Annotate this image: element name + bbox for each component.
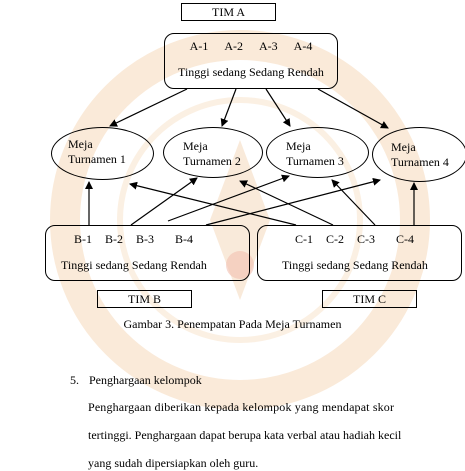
table-1-line2: Turnamen 1 [68, 152, 126, 166]
arrow-a2-table2 [220, 88, 237, 127]
arrow-b3-table3 [167, 174, 290, 222]
member-code: B-3 [136, 232, 154, 246]
arrow-c3-table3 [331, 179, 376, 226]
team-a-levels: Tinggi sedang Sedang Rendah [178, 65, 324, 79]
arrow-a3-table3 [265, 88, 291, 127]
member-code: A-4 [293, 39, 313, 53]
team-c-box: C-1 C-2 C-3 C-4 Tinggi sedang Sedang Rendah [257, 225, 462, 281]
team-a-members: A-1 A-2 A-3 A-4 [165, 39, 337, 54]
arrow-a1-table1 [109, 88, 188, 127]
team-c-members: C-1 C-2 C-3 C-4 [258, 232, 461, 247]
table-4-line2: Turnamen 4 [391, 155, 449, 169]
member-code: A-3 [259, 39, 278, 53]
section-number: 5. [70, 373, 79, 387]
team-a-label-text: TIM A [212, 5, 245, 19]
member-code: B-2 [105, 232, 123, 246]
arrow-b2-table2 [130, 177, 198, 226]
member-code: B-1 [74, 232, 92, 246]
team-b-levels: Tinggi sedang Sedang Rendah [61, 258, 207, 272]
member-code: C-2 [326, 232, 344, 246]
table-4-ellipse: Meja Turnamen 4 [372, 127, 465, 182]
section-heading: 5. Penghargaan kelompok [70, 373, 202, 388]
team-a-label: TIM A [181, 3, 276, 21]
arrow-b4-table4 [205, 177, 381, 226]
member-code: A-2 [224, 39, 243, 53]
arrow-a4-table4 [317, 88, 389, 129]
table-4-line1: Meja [391, 140, 416, 154]
member-code: A-1 [189, 39, 209, 53]
paragraph-line-1: Penghargaan diberikan kepada kelompok ya… [88, 400, 395, 414]
section-title-text: Penghargaan kelompok [89, 373, 202, 387]
table-2-ellipse: Meja Turnamen 2 [163, 127, 263, 178]
team-c-levels: Tinggi sedang Sedang Rendah [282, 258, 428, 272]
team-b-box: B-1 B-2 B-3 B-4 Tinggi sedang Sedang Rendah [45, 225, 250, 281]
table-2-line1: Meja [183, 139, 208, 153]
arrow-c2-table2 [239, 180, 334, 226]
member-code: C-1 [295, 232, 313, 246]
table-3-line1: Meja [286, 139, 311, 153]
table-2-line2: Turnamen 2 [183, 154, 241, 168]
figure-caption: Gambar 3. Penempatan Pada Meja Turnamen [123, 317, 342, 331]
member-code: C-3 [357, 232, 375, 246]
table-3-line2: Turnamen 3 [286, 154, 344, 168]
table-1-ellipse: Meja Turnamen 1 [51, 127, 154, 180]
paragraph-line-2: tertinggi. Penghargaan dapat berupa kata… [88, 428, 402, 442]
team-c-label-text: TIM C [353, 292, 386, 306]
table-1-line1: Meja [68, 137, 93, 151]
team-a-box: A-1 A-2 A-3 A-4 Tinggi sedang Sedang Rendah [164, 33, 338, 89]
team-b-members: B-1 B-2 B-3 B-4 [46, 232, 249, 247]
table-3-ellipse: Meja Turnamen 3 [266, 127, 369, 178]
member-code: B-4 [175, 232, 193, 246]
paragraph-line-3: yang sudah dipersiapkan oleh guru. [88, 456, 259, 470]
team-b-label: TIM B [97, 290, 192, 308]
team-c-label: TIM C [322, 290, 417, 308]
arrow-c1-table1 [129, 181, 297, 226]
member-code: C-4 [396, 232, 414, 246]
team-b-label-text: TIM B [128, 292, 161, 306]
